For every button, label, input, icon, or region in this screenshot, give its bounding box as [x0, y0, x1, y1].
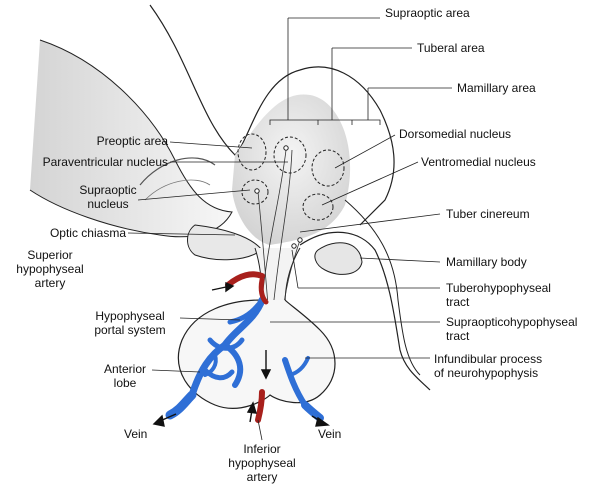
label-optic-chiasma: Optic chiasma — [49, 226, 126, 240]
brainstem-contour — [344, 199, 421, 376]
brain-outline-upper — [149, 4, 395, 226]
ventromedial-nucleus-shape — [302, 193, 334, 221]
third-ventricle-shade — [232, 94, 351, 245]
label-preoptic-area: Preoptic area — [96, 134, 168, 148]
portal-vessel-network — [165, 296, 266, 420]
dorsomedial-nucleus-shape — [311, 149, 345, 187]
label-paraventricular-nucleus: Paraventricular nucleus — [42, 155, 168, 169]
label-dorsomedial-nucleus: Dorsomedial nucleus — [399, 127, 512, 141]
label-vein-left: Vein — [124, 427, 148, 441]
label-superior-line3: artery — [34, 276, 66, 290]
label-tuberal-area: Tuberal area — [417, 41, 485, 55]
mamillary-body-shape — [314, 242, 363, 275]
label-infundibular-line1: Infundibular process — [434, 352, 543, 366]
superior-hypophyseal-artery-shape — [225, 271, 265, 288]
label-supraoptico-line2: tract — [446, 329, 470, 343]
posterior-vein — [282, 356, 324, 422]
label-tuberohypophyseal-line1: Tuberohypophyseal — [446, 281, 551, 295]
label-portal-line2: portal system — [94, 323, 166, 337]
label-superior-line1: Superior — [27, 248, 73, 262]
label-anterior-lobe: Anterior lobe — [98, 362, 152, 390]
label-inferior-hypophyseal-artery: Inferior hypophyseal artery — [220, 442, 304, 484]
label-hypophyseal-portal-system: Hypophyseal portal system — [82, 309, 178, 337]
preoptic-nucleus — [237, 133, 267, 171]
label-superior-hypophyseal-artery: Superior hypophyseal artery — [8, 248, 92, 290]
flow-arrows — [152, 281, 330, 427]
hypothalamic-area-bracket — [269, 119, 381, 125]
label-supraoptic-nucleus: Supraoptic nucleus — [68, 183, 148, 211]
label-inferior-line1: Inferior — [243, 442, 281, 456]
inferior-hypophyseal-artery-shape — [255, 389, 265, 423]
label-inferior-line2: hypophyseal — [228, 456, 296, 470]
hemisphere-left — [29, 39, 233, 238]
label-supraoptic-nucleus-line1: Supraoptic — [79, 183, 137, 197]
sulcus-curve-2 — [144, 179, 211, 201]
superior-artery-branch — [258, 277, 269, 305]
label-infundibular-line2: of neurohypophysis — [434, 366, 539, 380]
label-supraoptic-area: Supraoptic area — [385, 6, 470, 20]
label-supraopticohypophyseal-tract: Supraopticohypophyseal tract — [446, 315, 577, 343]
label-anterior-line1: Anterior — [103, 362, 147, 376]
supraoptic-nucleus-shape — [241, 179, 269, 205]
label-tuberohypophyseal-line2: tract — [446, 295, 470, 309]
posterior-contour — [299, 231, 431, 391]
optic-chiasma-shape — [187, 224, 263, 261]
label-portal-line1: Hypophyseal — [95, 309, 165, 323]
label-infundibular-process: Infundibular process of neurohypophysis — [434, 352, 542, 380]
label-supraoptico-line1: Supraopticohypophyseal — [446, 315, 578, 329]
label-tuberohypophyseal-tract: Tuberohypophyseal tract — [446, 281, 551, 309]
sulcus-curve — [139, 157, 216, 186]
label-ventromedial-nucleus: Ventromedial nucleus — [421, 155, 536, 169]
label-anterior-line2: lobe — [113, 376, 137, 390]
label-tuber-cinereum: Tuber cinereum — [446, 207, 530, 221]
leader-lines — [127, 17, 452, 441]
label-supraoptic-nucleus-line2: nucleus — [87, 197, 129, 211]
label-superior-line2: hypophyseal — [16, 262, 84, 276]
label-mamillary-area: Mamillary area — [457, 81, 536, 95]
label-vein-right: Vein — [318, 427, 342, 441]
label-mamillary-body: Mamillary body — [446, 255, 527, 269]
label-inferior-line3: artery — [246, 470, 278, 484]
